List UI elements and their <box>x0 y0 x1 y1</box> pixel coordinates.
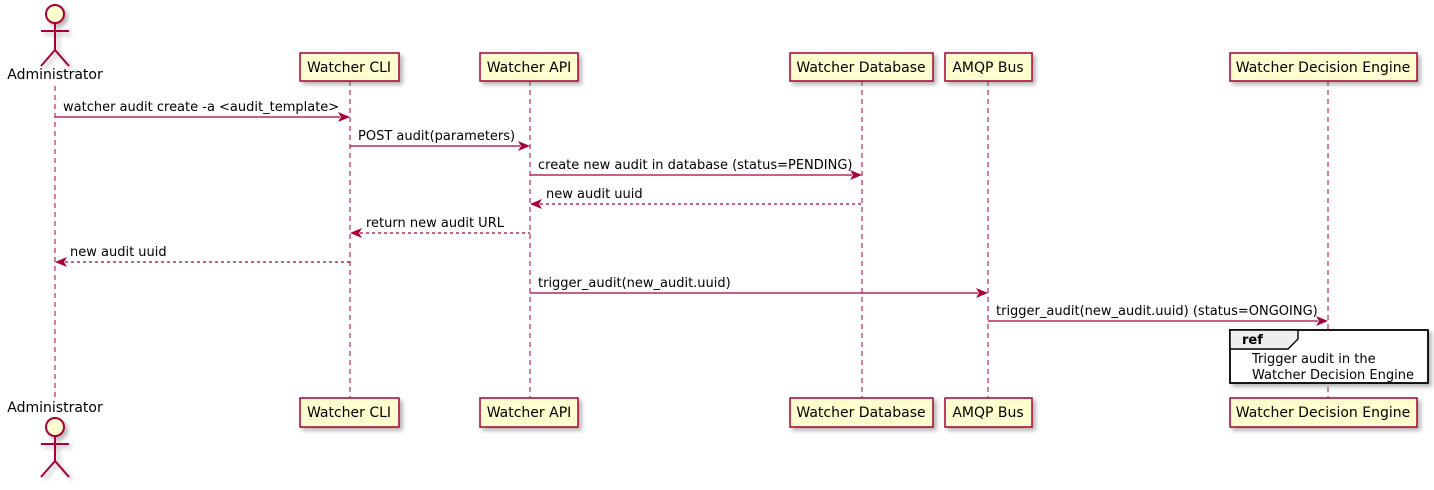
participant-watcher-database-top: Watcher Database <box>789 52 934 82</box>
participant-label: Watcher CLI <box>307 405 391 421</box>
message-label: POST audit(parameters) <box>358 129 515 144</box>
arrowhead-left-icon <box>55 257 67 267</box>
lifelines <box>54 81 1329 400</box>
arrowhead-right-icon <box>850 170 862 180</box>
message-label: trigger_audit(new_audit.uuid) (status=ON… <box>996 304 1318 319</box>
ref-keyword: ref <box>1242 333 1263 348</box>
message-trigger-audit: trigger_audit(new_audit.uuid) <box>530 276 988 298</box>
message-label: new audit uuid <box>70 245 167 260</box>
actor-icon <box>40 417 70 478</box>
participant-watcher-decision-engine-top: Watcher Decision Engine <box>1229 52 1418 82</box>
participant-watcher-database-bottom: Watcher Database <box>789 397 934 428</box>
arrowhead-left-icon <box>530 199 542 209</box>
message-label: create new audit in database (status=PEN… <box>538 158 853 173</box>
participants-bottom: Watcher CLI Watcher API Watcher Database… <box>299 397 1418 428</box>
arrowhead-left-icon <box>350 228 362 238</box>
message-label: trigger_audit(new_audit.uuid) <box>538 276 731 291</box>
arrowhead-right-icon <box>1316 316 1328 326</box>
actor-icon <box>40 4 70 67</box>
message-audit-create: watcher audit create -a <audit_template> <box>55 100 350 122</box>
message-post-audit: POST audit(parameters) <box>350 129 530 151</box>
participant-label: Watcher Database <box>796 405 925 421</box>
participant-label: Watcher Decision Engine <box>1236 60 1410 76</box>
actor-administrator-top: Administrator <box>7 4 103 83</box>
arrowhead-right-icon <box>338 112 350 122</box>
participant-label: Watcher Decision Engine <box>1236 405 1410 421</box>
arrowhead-right-icon <box>976 288 988 298</box>
participant-label: AMQP Bus <box>952 405 1023 421</box>
participants-top: Watcher CLI Watcher API Watcher Database… <box>299 52 1418 82</box>
ref-text-line2: Watcher Decision Engine <box>1252 368 1414 383</box>
message-label: return new audit URL <box>366 216 505 231</box>
message-new-audit-uuid-db: new audit uuid <box>530 187 862 209</box>
participant-amqp-bus-top: AMQP Bus <box>944 52 1033 82</box>
participant-label: AMQP Bus <box>952 60 1023 76</box>
message-create-audit-db: create new audit in database (status=PEN… <box>530 158 862 180</box>
actor-label: Administrator <box>7 67 103 83</box>
participant-watcher-cli-top: Watcher CLI <box>299 52 400 82</box>
message-label: new audit uuid <box>546 187 643 202</box>
participant-label: Watcher Database <box>796 60 925 76</box>
participant-label: Watcher API <box>487 405 572 421</box>
actor-administrator-bottom: Administrator <box>7 400 103 478</box>
ref-text-line1: Trigger audit in the <box>1251 352 1376 367</box>
message-return-audit-url: return new audit URL <box>350 216 530 238</box>
ref-fragment: ref Trigger audit in the Watcher Decisio… <box>1229 329 1429 384</box>
ref-header-pentagon-icon <box>1229 329 1299 350</box>
message-new-audit-uuid-admin: new audit uuid <box>55 245 350 267</box>
participant-label: Watcher CLI <box>307 60 391 76</box>
message-trigger-audit-ongoing: trigger_audit(new_audit.uuid) (status=ON… <box>988 304 1328 326</box>
participant-label: Watcher API <box>487 60 572 76</box>
participant-watcher-decision-engine-bottom: Watcher Decision Engine <box>1229 397 1418 428</box>
participant-watcher-api-bottom: Watcher API <box>479 397 579 428</box>
arrowhead-right-icon <box>518 141 530 151</box>
messages: watcher audit create -a <audit_template>… <box>55 100 1328 326</box>
participant-amqp-bus-bottom: AMQP Bus <box>944 397 1033 428</box>
participant-watcher-api-top: Watcher API <box>479 52 579 82</box>
participant-watcher-cli-bottom: Watcher CLI <box>299 397 400 428</box>
message-label: watcher audit create -a <audit_template> <box>63 100 339 115</box>
actor-label: Administrator <box>7 400 103 416</box>
